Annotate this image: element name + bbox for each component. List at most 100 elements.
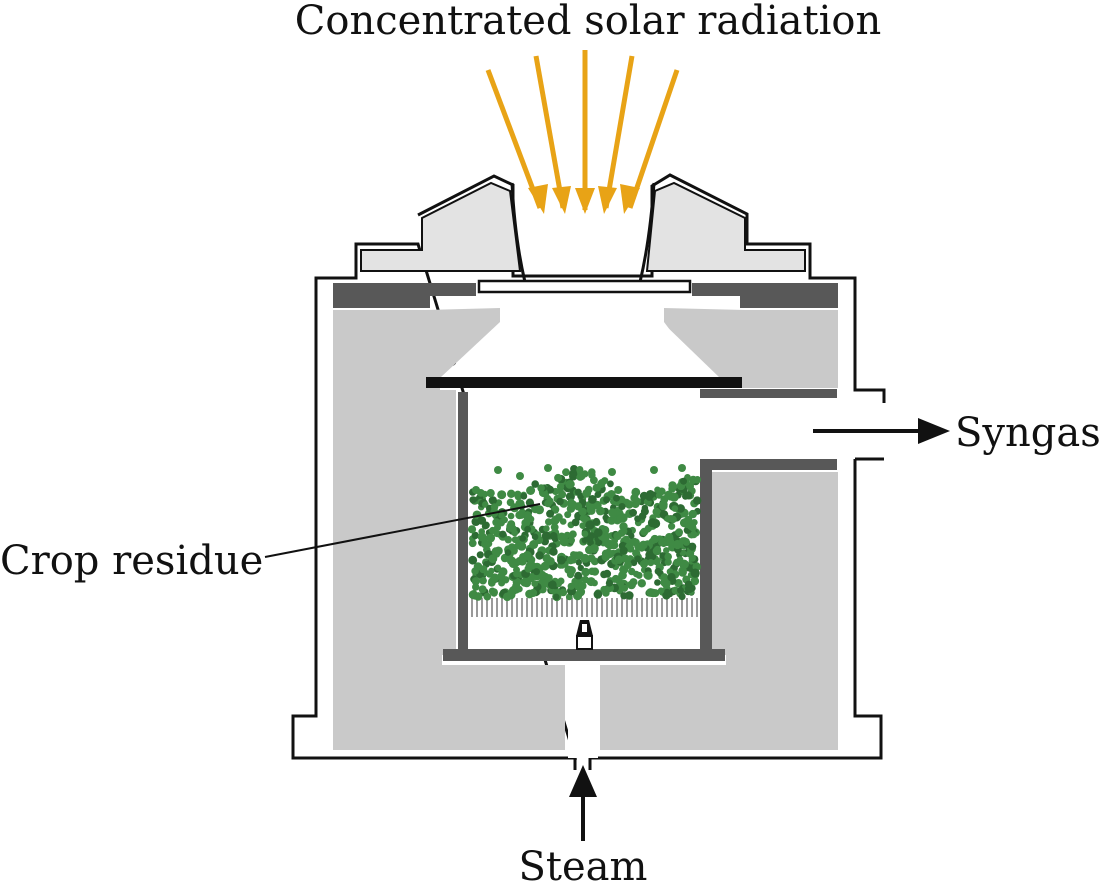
residue-particle xyxy=(618,570,627,580)
residue-particle xyxy=(669,515,677,524)
residue-particle xyxy=(667,573,676,582)
residue-particle xyxy=(520,492,528,500)
solar-rays xyxy=(485,50,680,210)
residue-particle xyxy=(545,574,553,582)
residue-particle xyxy=(476,551,484,559)
residue-particle xyxy=(628,567,636,576)
residue-particle xyxy=(507,489,516,498)
residue-particle xyxy=(506,524,514,532)
residue-particle xyxy=(637,579,646,588)
residue-particle xyxy=(684,491,693,500)
residue-particle xyxy=(625,591,634,600)
residue-particle xyxy=(594,491,602,498)
residue-particle xyxy=(688,509,697,519)
residue-particle xyxy=(593,590,603,599)
residue-particle xyxy=(659,501,668,511)
residue-particle xyxy=(483,592,492,601)
residue-particle xyxy=(578,581,587,590)
concentrator-right xyxy=(645,181,806,272)
residue-particle xyxy=(578,472,586,480)
solar-ray xyxy=(485,69,543,209)
residue-particle xyxy=(619,546,628,555)
cavity-wall-left xyxy=(458,392,468,656)
residue-particle xyxy=(580,553,590,563)
residue-particle xyxy=(519,535,527,542)
cavity-floor xyxy=(443,649,725,661)
residue-particle xyxy=(664,552,672,561)
residue-particle xyxy=(549,547,558,556)
residue-particle xyxy=(608,468,616,476)
residue-particle xyxy=(524,525,532,533)
residue-particle xyxy=(549,532,558,540)
residue-particle xyxy=(567,582,575,590)
residue-particle xyxy=(506,498,515,507)
residue-particle xyxy=(625,500,634,509)
residue-particle xyxy=(504,549,512,556)
residue-particle xyxy=(658,539,666,547)
residue-particle xyxy=(690,530,698,539)
residue-particle xyxy=(472,583,480,591)
solar-ray xyxy=(533,55,566,209)
residue-particle xyxy=(594,528,603,537)
residue-particle xyxy=(508,559,518,568)
residue-particle xyxy=(629,508,637,517)
residue-particle xyxy=(556,497,564,506)
residue-particle xyxy=(566,556,575,565)
residue-particle xyxy=(657,587,665,594)
solar-ray xyxy=(603,55,635,209)
residue-particle xyxy=(570,465,578,473)
residue-particle xyxy=(565,480,575,489)
residue-particle xyxy=(664,558,672,566)
residue-particle xyxy=(486,533,496,543)
aperture-cone xyxy=(440,306,720,378)
solar-ray-arrowheads xyxy=(528,184,640,214)
grate-background xyxy=(470,598,698,618)
residue-particle xyxy=(479,565,488,574)
residue-particle xyxy=(680,477,687,485)
residue-particle xyxy=(468,539,477,548)
residue-particle xyxy=(634,515,641,523)
residue-particle xyxy=(522,551,532,560)
residue-particle xyxy=(557,577,565,585)
residue-particle xyxy=(607,480,614,488)
residue-particle xyxy=(654,567,662,575)
residue-particle xyxy=(613,494,620,502)
residue-particle xyxy=(473,592,483,601)
residue-particle xyxy=(671,505,679,512)
residue-particle xyxy=(678,566,687,576)
residue-particle xyxy=(557,555,566,565)
residue-particle xyxy=(481,522,489,530)
residue-particle xyxy=(660,578,669,587)
residue-particle xyxy=(613,531,622,541)
residue-particle xyxy=(688,554,696,562)
residue-particle xyxy=(619,522,628,531)
residue-particle xyxy=(602,586,611,595)
residue-particle xyxy=(644,526,651,533)
residue-particle xyxy=(491,547,500,556)
residue-particle xyxy=(551,587,561,597)
residue-particle xyxy=(564,511,572,519)
outlet-duct xyxy=(700,398,855,459)
residue-particle xyxy=(564,565,573,574)
residue-particle xyxy=(556,482,565,491)
separator-plate xyxy=(426,377,742,388)
residue-particle xyxy=(614,555,624,564)
residue-particle xyxy=(518,511,525,519)
residue-particle xyxy=(684,515,693,524)
residue-particle xyxy=(490,503,499,511)
residue-particle xyxy=(542,554,552,563)
residue-particle xyxy=(585,520,595,530)
residue-particle xyxy=(586,506,594,514)
residue-particle xyxy=(579,522,587,529)
residue-particle xyxy=(551,515,561,525)
residue-particle xyxy=(467,525,477,534)
residue-particle xyxy=(477,516,487,525)
residue-particle xyxy=(651,589,660,598)
residue-particle xyxy=(471,567,479,575)
residue-particle xyxy=(674,579,683,588)
residue-particle xyxy=(531,533,539,541)
residue-particle xyxy=(621,554,630,563)
residue-particle xyxy=(513,569,521,578)
radiation-label: Concentrated solar radiation xyxy=(295,0,881,44)
residue-particle xyxy=(557,532,566,542)
